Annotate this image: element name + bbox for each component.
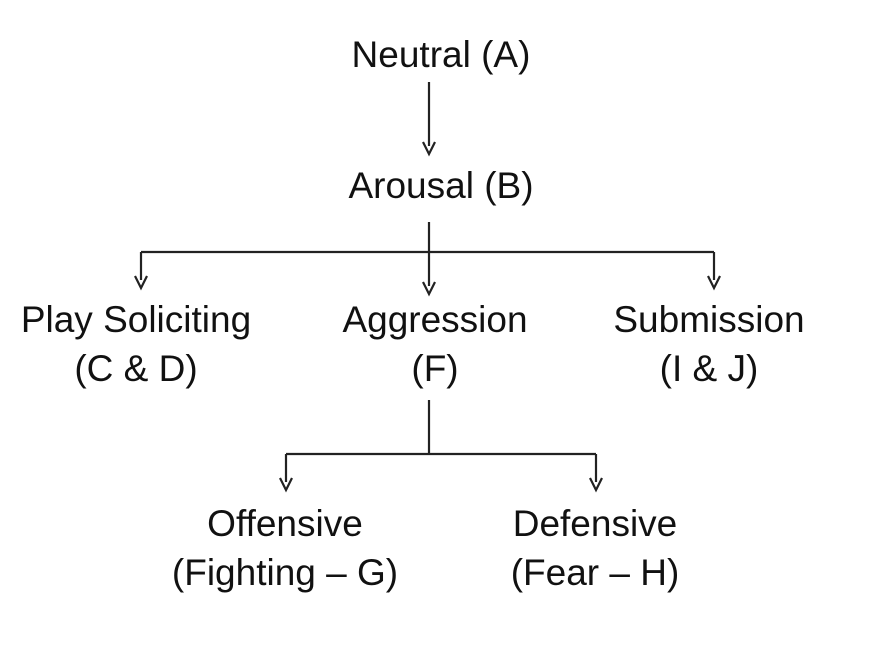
- node-neutral: Neutral (A): [352, 30, 531, 79]
- node-play-soliciting: Play Soliciting (C & D): [21, 295, 251, 393]
- node-play-soliciting-code: (C & D): [74, 348, 198, 389]
- node-defensive-code: (Fear – H): [510, 552, 680, 593]
- connector-group: [134, 82, 721, 493]
- node-play-soliciting-label: Play Soliciting: [20, 299, 252, 340]
- node-defensive: Defensive (Fear – H): [511, 499, 680, 597]
- node-offensive-label: Offensive: [207, 503, 363, 544]
- node-defensive-label: Defensive: [512, 503, 678, 544]
- arrowhead-aggression: [422, 281, 436, 297]
- arrowhead-play-soliciting: [134, 275, 148, 291]
- node-aggression-code: (F): [411, 348, 459, 389]
- node-offensive-code: (Fighting – G): [171, 552, 399, 593]
- node-aggression-label: Aggression: [342, 299, 528, 340]
- node-aggression: Aggression (F): [342, 295, 527, 393]
- arrowhead-arousal: [422, 141, 436, 157]
- node-arousal: Arousal (B): [348, 161, 533, 210]
- node-submission-code: (I & J): [659, 348, 759, 389]
- arrowhead-offensive: [279, 477, 293, 493]
- node-submission: Submission (I & J): [613, 295, 804, 393]
- node-arousal-label: Arousal (B): [348, 165, 534, 206]
- node-submission-label: Submission: [613, 299, 805, 340]
- arrowhead-defensive: [589, 477, 603, 493]
- node-offensive: Offensive (Fighting – G): [172, 499, 398, 597]
- arrowhead-submission: [707, 275, 721, 291]
- node-neutral-label: Neutral (A): [351, 34, 531, 75]
